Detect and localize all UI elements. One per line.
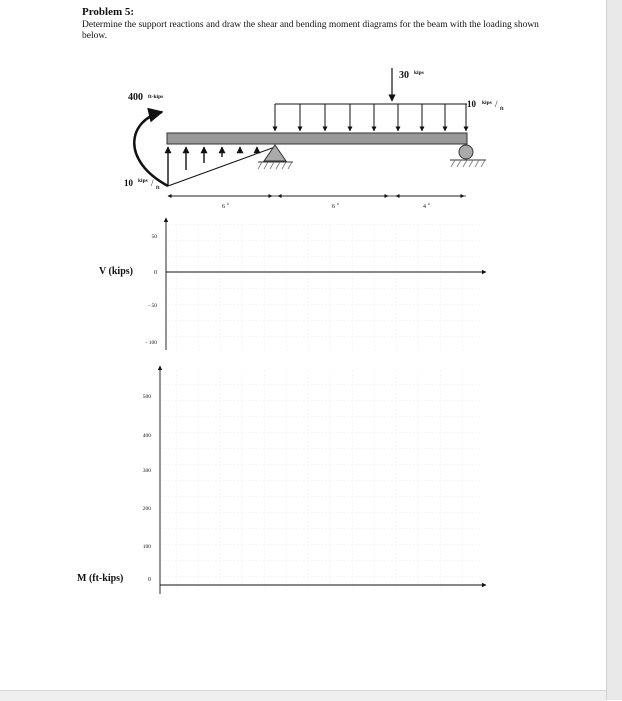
- shear-axis-label: V (kips): [99, 266, 133, 277]
- span-1-label: 6: [222, 204, 225, 210]
- moment-diagram: 500 400 300 200 100 0 M (ft-kips): [77, 365, 487, 594]
- dist-load-right-value: 10: [467, 99, 477, 109]
- problem-title: Problem 5:: [82, 6, 135, 18]
- dist-load-left-unit-top: kips: [138, 178, 148, 184]
- moment-tick-500: 500: [143, 394, 152, 400]
- span-3-label: 4: [423, 204, 426, 210]
- beam-and-diagrams-figure: 400 ft-kips 10 kips / ft 30 kip: [77, 68, 504, 594]
- shear-tick-minus-50: - 50: [148, 303, 157, 309]
- dist-load-right-unit-bottom: ft: [500, 106, 504, 112]
- beam-drawing: 400 ft-kips 10 kips / ft 30 kip: [124, 68, 504, 210]
- shear-diagram: 50 0 - 50 - 100 V (kips): [99, 217, 487, 350]
- shear-tick-minus-100: - 100: [146, 340, 158, 346]
- span-1-unit: ft: [227, 202, 229, 206]
- moment-tick-400: 400: [143, 433, 152, 439]
- shear-tick-0: 0: [154, 270, 157, 276]
- point-load-unit: kips: [414, 70, 424, 76]
- dist-load-right-slash: /: [495, 99, 498, 109]
- roller-support: [450, 144, 486, 168]
- triangular-load-left: [164, 146, 276, 187]
- dist-load-left-unit-bottom: ft: [156, 185, 160, 191]
- moment-grid[interactable]: [160, 370, 482, 590]
- uniform-load-right: [272, 103, 469, 132]
- dist-load-left-slash: /: [151, 178, 154, 188]
- moment-tick-100: 100: [143, 544, 152, 550]
- beam: [166, 132, 468, 145]
- moment-axis-label: M (ft-kips): [77, 573, 123, 584]
- moment-tick-200: 200: [143, 506, 152, 512]
- span-3-unit: ft: [428, 202, 430, 206]
- point-load-value: 30: [399, 70, 409, 81]
- span-2-unit: ft: [337, 202, 339, 206]
- problem-statement: Determine the support reactions and draw…: [82, 20, 539, 41]
- moment-tick-300: 300: [143, 468, 152, 474]
- page-edge-right: [606, 0, 622, 700]
- page-edge-bottom: [0, 690, 606, 701]
- applied-moment-arrow: [133, 107, 169, 188]
- dist-load-left-value: 10: [124, 178, 134, 188]
- moment-tick-0: 0: [148, 577, 151, 583]
- moment-load-value: 400: [128, 92, 143, 103]
- dist-load-right-unit-top: kips: [482, 100, 492, 106]
- shear-grid[interactable]: [166, 222, 480, 350]
- shear-tick-50: 50: [152, 234, 158, 240]
- moment-load-unit: ft-kips: [148, 94, 163, 100]
- span-2-label: 6: [332, 204, 335, 210]
- pin-support: [257, 144, 293, 170]
